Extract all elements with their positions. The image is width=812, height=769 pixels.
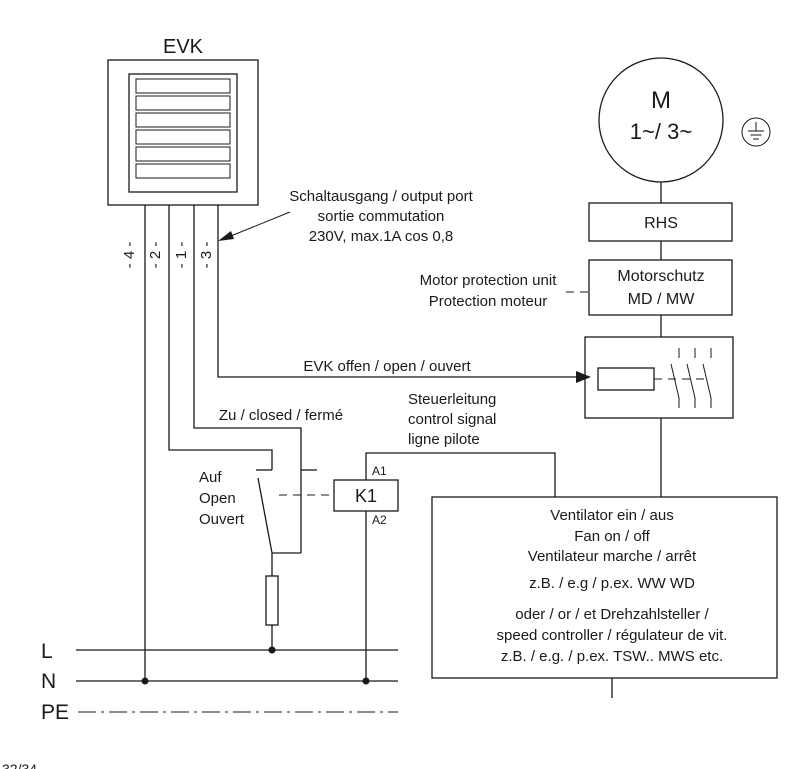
svg-text:Protection moteur: Protection moteur: [429, 293, 547, 310]
svg-text:Ventilateur marche / arrêt: Ventilateur marche / arrêt: [528, 548, 697, 565]
controller-box: Ventilator ein / aus Fan on / off Ventil…: [431, 496, 778, 679]
svg-text:speed controller / régulateur: speed controller / régulateur de vit.: [497, 627, 728, 644]
terminal-2-label: - 2 -: [147, 242, 164, 269]
svg-text:Steuerleitung: Steuerleitung: [408, 391, 496, 408]
svg-text:z.B. / e.g / p.ex. WW WD: z.B. / e.g / p.ex. WW WD: [529, 575, 695, 592]
terminal-1-label: - 1 -: [173, 242, 190, 269]
evk-device: EVK: [107, 36, 259, 206]
svg-text:Fan on / off: Fan on / off: [574, 528, 650, 545]
evk-open-arrowhead: [576, 371, 591, 383]
changeover-switch: [256, 469, 334, 554]
mains-n-label: N: [41, 670, 56, 693]
terminal-4-label: - 4 -: [121, 242, 138, 269]
mains-lines: L N PE: [41, 640, 398, 724]
svg-text:A1: A1: [372, 464, 387, 478]
svg-text:Ventilator ein / aus: Ventilator ein / aus: [550, 507, 673, 524]
evk-terminal-labels: - 4 - - 2 - - 1 - - 3 -: [121, 242, 215, 269]
open-label: Auf Open Ouvert: [199, 469, 245, 528]
svg-text:z.B. / e.g. / p.ex. TSW.. MWS: z.B. / e.g. / p.ex. TSW.. MWS etc.: [501, 648, 723, 665]
motor: M 1~/ 3~: [598, 57, 724, 183]
ground-icon: [741, 117, 771, 147]
terminal-3-label: - 3 -: [198, 242, 215, 269]
motor-protection-note: Motor protection unit Protection moteur: [420, 272, 589, 310]
output-port-note: Schaltausgang / output port sortie commu…: [218, 188, 474, 245]
relay-k1: K1 A1 A2: [333, 464, 399, 527]
svg-text:Motorschutz: Motorschutz: [617, 268, 704, 285]
svg-text:Open: Open: [199, 490, 236, 507]
svg-text:ligne pilote: ligne pilote: [408, 431, 480, 448]
closed-label: Zu / closed / fermé: [219, 407, 343, 424]
evk-wires: [144, 205, 583, 681]
svg-text:Ouvert: Ouvert: [199, 511, 245, 528]
output-port-arrowhead: [218, 231, 234, 241]
svg-text:Motor protection unit: Motor protection unit: [420, 272, 558, 289]
svg-text:230V, max.1A cos 0,8: 230V, max.1A cos 0,8: [309, 228, 454, 245]
svg-text:control signal: control signal: [408, 411, 496, 428]
svg-text:sortie commutation: sortie commutation: [318, 208, 445, 225]
motor-phase: 1~/ 3~: [630, 119, 692, 144]
svg-text:MD / MW: MD / MW: [628, 291, 696, 308]
rhs-box: RHS: [588, 202, 733, 242]
svg-text:K1: K1: [355, 486, 377, 506]
mains-l-label: L: [41, 640, 53, 663]
evk-louvers: [135, 78, 231, 179]
svg-text:Auf: Auf: [199, 469, 222, 486]
mains-pe-label: PE: [41, 701, 69, 724]
fuse: [265, 575, 279, 626]
evk-inner-box: [128, 73, 238, 193]
contactor: [584, 336, 734, 419]
footer-code: 32/34: [2, 761, 37, 769]
svg-text:RHS: RHS: [644, 215, 678, 232]
svg-text:Schaltausgang / output port: Schaltausgang / output port: [289, 188, 473, 205]
control-signal-note: Steuerleitung control signal ligne pilot…: [408, 391, 496, 448]
motor-letter: M: [651, 87, 671, 114]
svg-text:A2: A2: [372, 513, 387, 527]
evk-open-label: EVK offen / open / ouvert: [303, 358, 471, 375]
motor-protection-box: Motorschutz MD / MW: [588, 259, 733, 316]
evk-title: EVK: [163, 36, 204, 58]
svg-text:oder / or / et Drehzahlstelle: oder / or / et Drehzahlsteller /: [515, 606, 709, 623]
